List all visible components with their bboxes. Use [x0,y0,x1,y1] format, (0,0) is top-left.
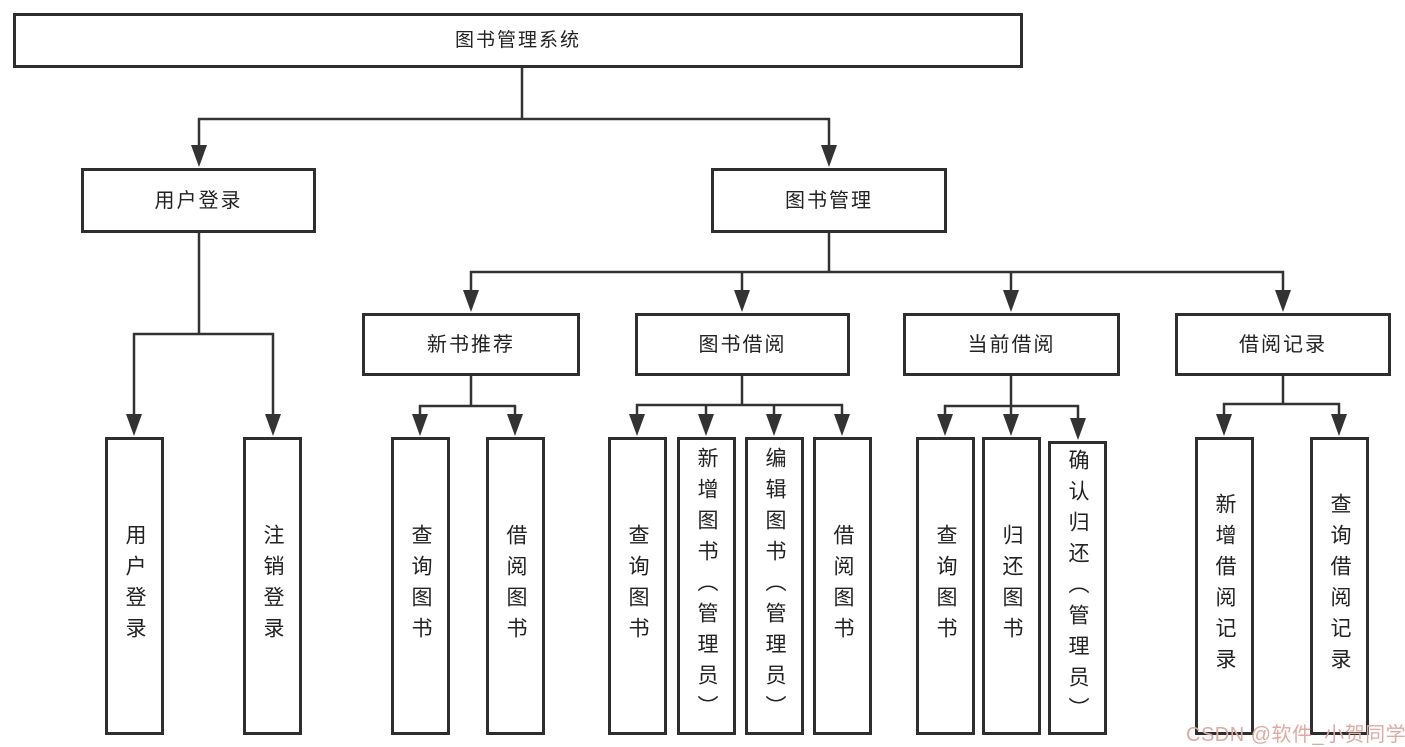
node-library-system: 图书管理系统 [13,13,1023,68]
leaf-borrow-books-2: 借阅图书 [813,437,872,735]
watermark-csdn: CSDN @软件_小贺同学 [1186,724,1405,746]
node-book-borrow: 图书借阅 [635,313,850,376]
leaf-query-books-2: 查询图书 [608,437,667,735]
node-book-management: 图书管理 [711,168,947,233]
leaf-confirm-return-admin: 确认归还（管理员） [1048,441,1107,735]
leaf-logout: 注销登录 [243,437,302,735]
leaf-query-books-1: 查询图书 [391,437,450,735]
leaf-add-books-admin: 新增图书（管理员） [677,437,736,735]
leaf-edit-books-admin: 编辑图书（管理员） [745,437,804,735]
tree-edges [132,68,1341,422]
leaf-add-borrow-record: 新增借阅记录 [1195,437,1254,735]
leaf-return-books: 归还图书 [982,437,1041,735]
node-new-book-recommend: 新书推荐 [362,313,580,376]
leaf-user-login: 用户登录 [105,437,164,735]
leaf-borrow-books-1: 借阅图书 [486,437,545,735]
leaf-query-books-3: 查询图书 [916,437,975,735]
node-borrow-records: 借阅记录 [1175,313,1391,376]
leaf-query-borrow-record: 查询借阅记录 [1310,437,1369,735]
arrowheads [126,145,1347,440]
node-current-borrow: 当前借阅 [903,313,1120,376]
node-user-login: 用户登录 [81,168,316,233]
